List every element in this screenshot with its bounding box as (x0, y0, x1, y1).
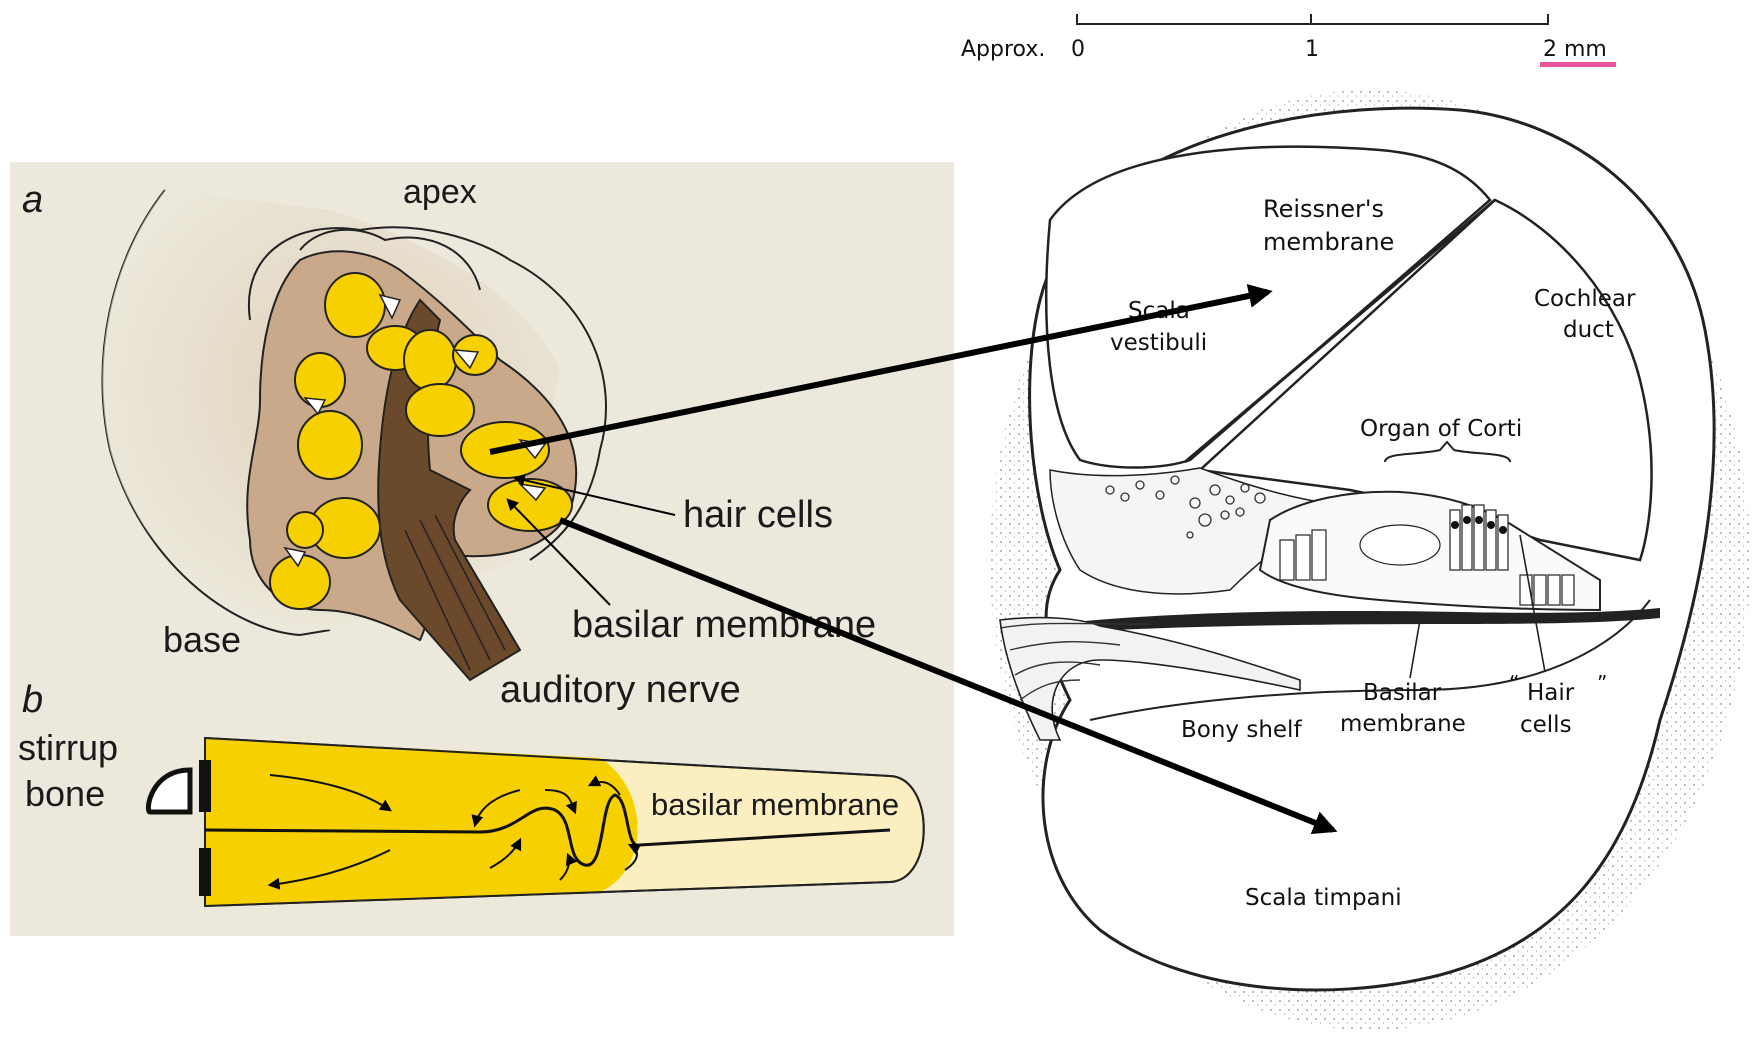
label-reissners-line2: membrane (1263, 228, 1394, 256)
oval-window-bottom (199, 848, 211, 896)
right-panel: Approx. 0 1 2 mm (961, 14, 1750, 1030)
label-hair-cells: hair cells (683, 494, 833, 536)
label-basilar-line1: Basilar (1363, 680, 1442, 706)
hair-quote-open: “ (1509, 671, 1519, 695)
scale-prefix: Approx. (961, 37, 1045, 62)
left-panel: a apex hair cells basilar membrane base … (10, 162, 954, 936)
scale-tick-0: 0 (1071, 37, 1085, 62)
label-tube-basilar-membrane: basilar membrane (651, 787, 899, 822)
label-apex: apex (403, 173, 477, 211)
label-cochlear-duct-line1: Cochlear (1534, 286, 1636, 312)
label-auditory-nerve: auditory nerve (500, 669, 741, 711)
scale-tick-2: 2 mm (1543, 37, 1607, 62)
label-scala-timpani: Scala timpani (1245, 885, 1402, 911)
label-hair-line1: Hair (1527, 680, 1575, 706)
hair-quote-close: ” (1597, 671, 1607, 695)
label-b: b (22, 679, 43, 721)
scale-tick-1: 1 (1305, 37, 1319, 62)
label-stirrup-line2: bone (25, 773, 105, 814)
label-basilar-membrane: basilar membrane (572, 604, 876, 646)
label-bony-shelf: Bony shelf (1181, 717, 1302, 743)
oval-window-top (199, 760, 211, 812)
label-scala-vestibuli-line2: vestibuli (1110, 330, 1207, 356)
label-organ-of-corti: Organ of Corti (1360, 416, 1522, 442)
label-base: base (163, 619, 241, 660)
label-cochlear-duct-line2: duct (1563, 317, 1614, 343)
scale-bar: Approx. 0 1 2 mm (961, 14, 1616, 67)
label-stirrup-line1: stirrup (18, 727, 118, 768)
label-a: a (22, 179, 43, 221)
label-basilar-line2: membrane (1340, 711, 1466, 737)
label-hair-line2: cells (1520, 712, 1572, 738)
label-reissners-line1: Reissner's (1263, 195, 1384, 223)
scale-underline (1540, 62, 1616, 67)
